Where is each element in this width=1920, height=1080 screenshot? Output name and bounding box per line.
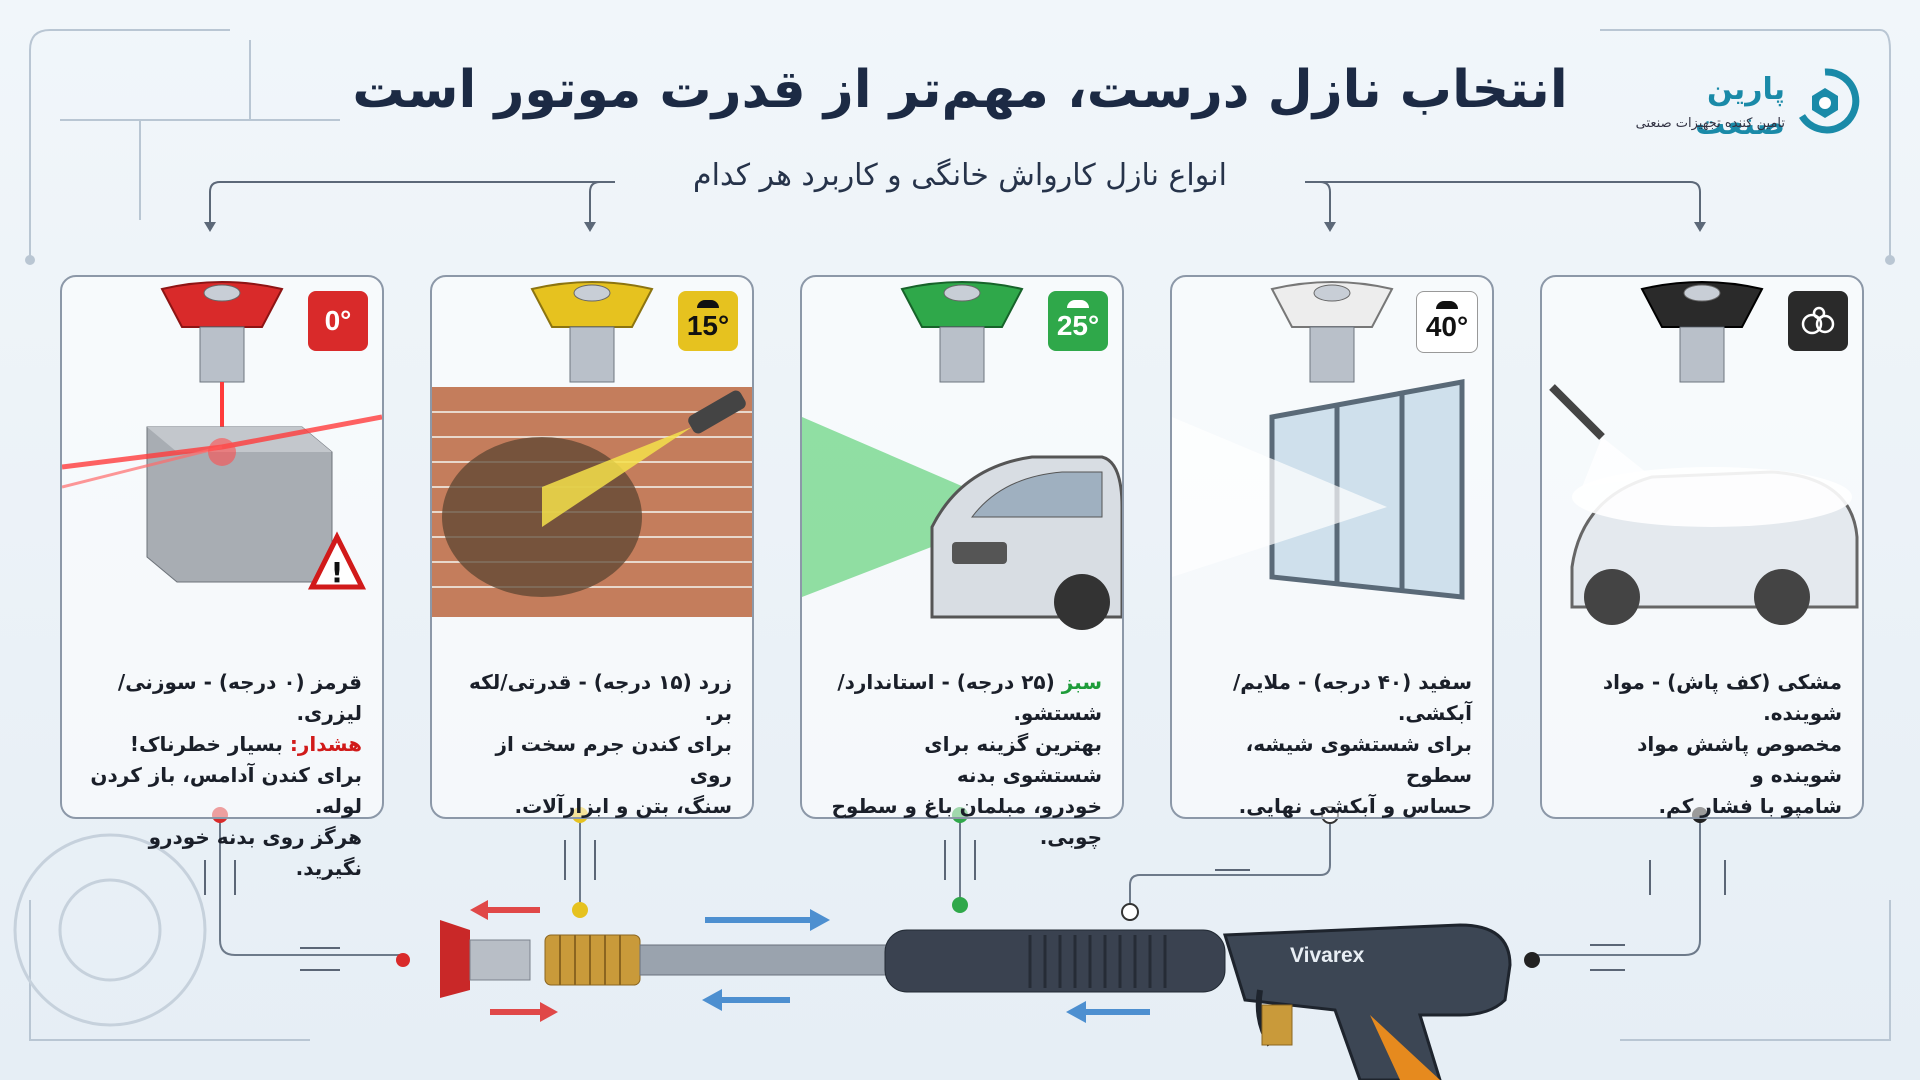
soap-badge-black bbox=[1788, 291, 1848, 351]
yellow-nozzle-icon bbox=[530, 281, 654, 383]
nozzle-card-red: ! 0° قرمز (۰ درجه) - سوزنی/لیزری. هشدار:… bbox=[60, 275, 384, 880]
nozzle-description-green: سبز (۲۵ درجه) - استاندارد/شستشو. بهترین … bbox=[831, 670, 1102, 849]
car-wash-illustration bbox=[802, 281, 1122, 630]
black-nozzle-icon bbox=[1640, 281, 1764, 383]
green-nozzle-icon bbox=[900, 281, 1024, 383]
page-title: انتخاب نازل درست، مهم‌تر از قدرت موتور ا… bbox=[352, 60, 1568, 120]
nozzle-card-white: 40° سفید (۴۰ درجه) - ملایم/آبکشی. برای ش… bbox=[1170, 275, 1494, 819]
nozzle-description-white: سفید (۴۰ درجه) - ملایم/آبکشی. برای شستشو… bbox=[1232, 670, 1472, 818]
logo-tagline: تامین کننده تجهیزات صنعتی bbox=[1635, 116, 1785, 131]
warning-icon bbox=[307, 531, 367, 590]
page-subtitle: انواع نازل کارواش خانگی و کاربرد هر کدام bbox=[693, 158, 1227, 193]
logo-gear-icon bbox=[1799, 68, 1860, 134]
nozzle-card-green: 25° سبز (۲۵ درجه) - استاندارد/شستشو. بهت… bbox=[800, 275, 1124, 849]
nozzle-card-black: مشکی (کف پاش) - مواد شوینده. مخصوص پاشش … bbox=[1540, 275, 1864, 819]
window-rinse-illustration bbox=[1172, 281, 1465, 600]
concrete-block-illustration: ! bbox=[62, 281, 382, 590]
brick-wall-illustration bbox=[432, 281, 752, 617]
angle-badge-green: 25° bbox=[1048, 291, 1108, 351]
soap-bubbles-icon bbox=[1801, 306, 1835, 335]
nozzle-description-red: قرمز (۰ درجه) - سوزنی/لیزری. هشدار: بسیا… bbox=[90, 670, 362, 880]
angle-badge-yellow: 15° bbox=[678, 291, 738, 351]
logo-name: پارین صنعت bbox=[1695, 72, 1785, 142]
angle-badge-white: 40° bbox=[1416, 291, 1478, 353]
company-logo: پارین صنعت تامین کننده تجهیزات صنعتی bbox=[1630, 66, 1860, 146]
foam-car-illustration bbox=[1549, 281, 1859, 625]
angle-badge-red: 0° bbox=[308, 291, 368, 351]
svg-text:!: ! bbox=[331, 556, 344, 589]
white-nozzle-icon bbox=[1270, 281, 1394, 383]
nozzle-card-yellow: 15° زرد (۱۵ درجه) - قدرتی/لکه بر. برای ک… bbox=[430, 275, 754, 819]
nozzle-description-yellow: زرد (۱۵ درجه) - قدرتی/لکه بر. برای کندن … bbox=[469, 670, 732, 818]
nozzle-description-black: مشکی (کف پاش) - مواد شوینده. مخصوص پاشش … bbox=[1602, 670, 1842, 818]
gun-brand-label: Vivarex bbox=[1290, 944, 1365, 967]
red-nozzle-icon bbox=[160, 281, 284, 383]
